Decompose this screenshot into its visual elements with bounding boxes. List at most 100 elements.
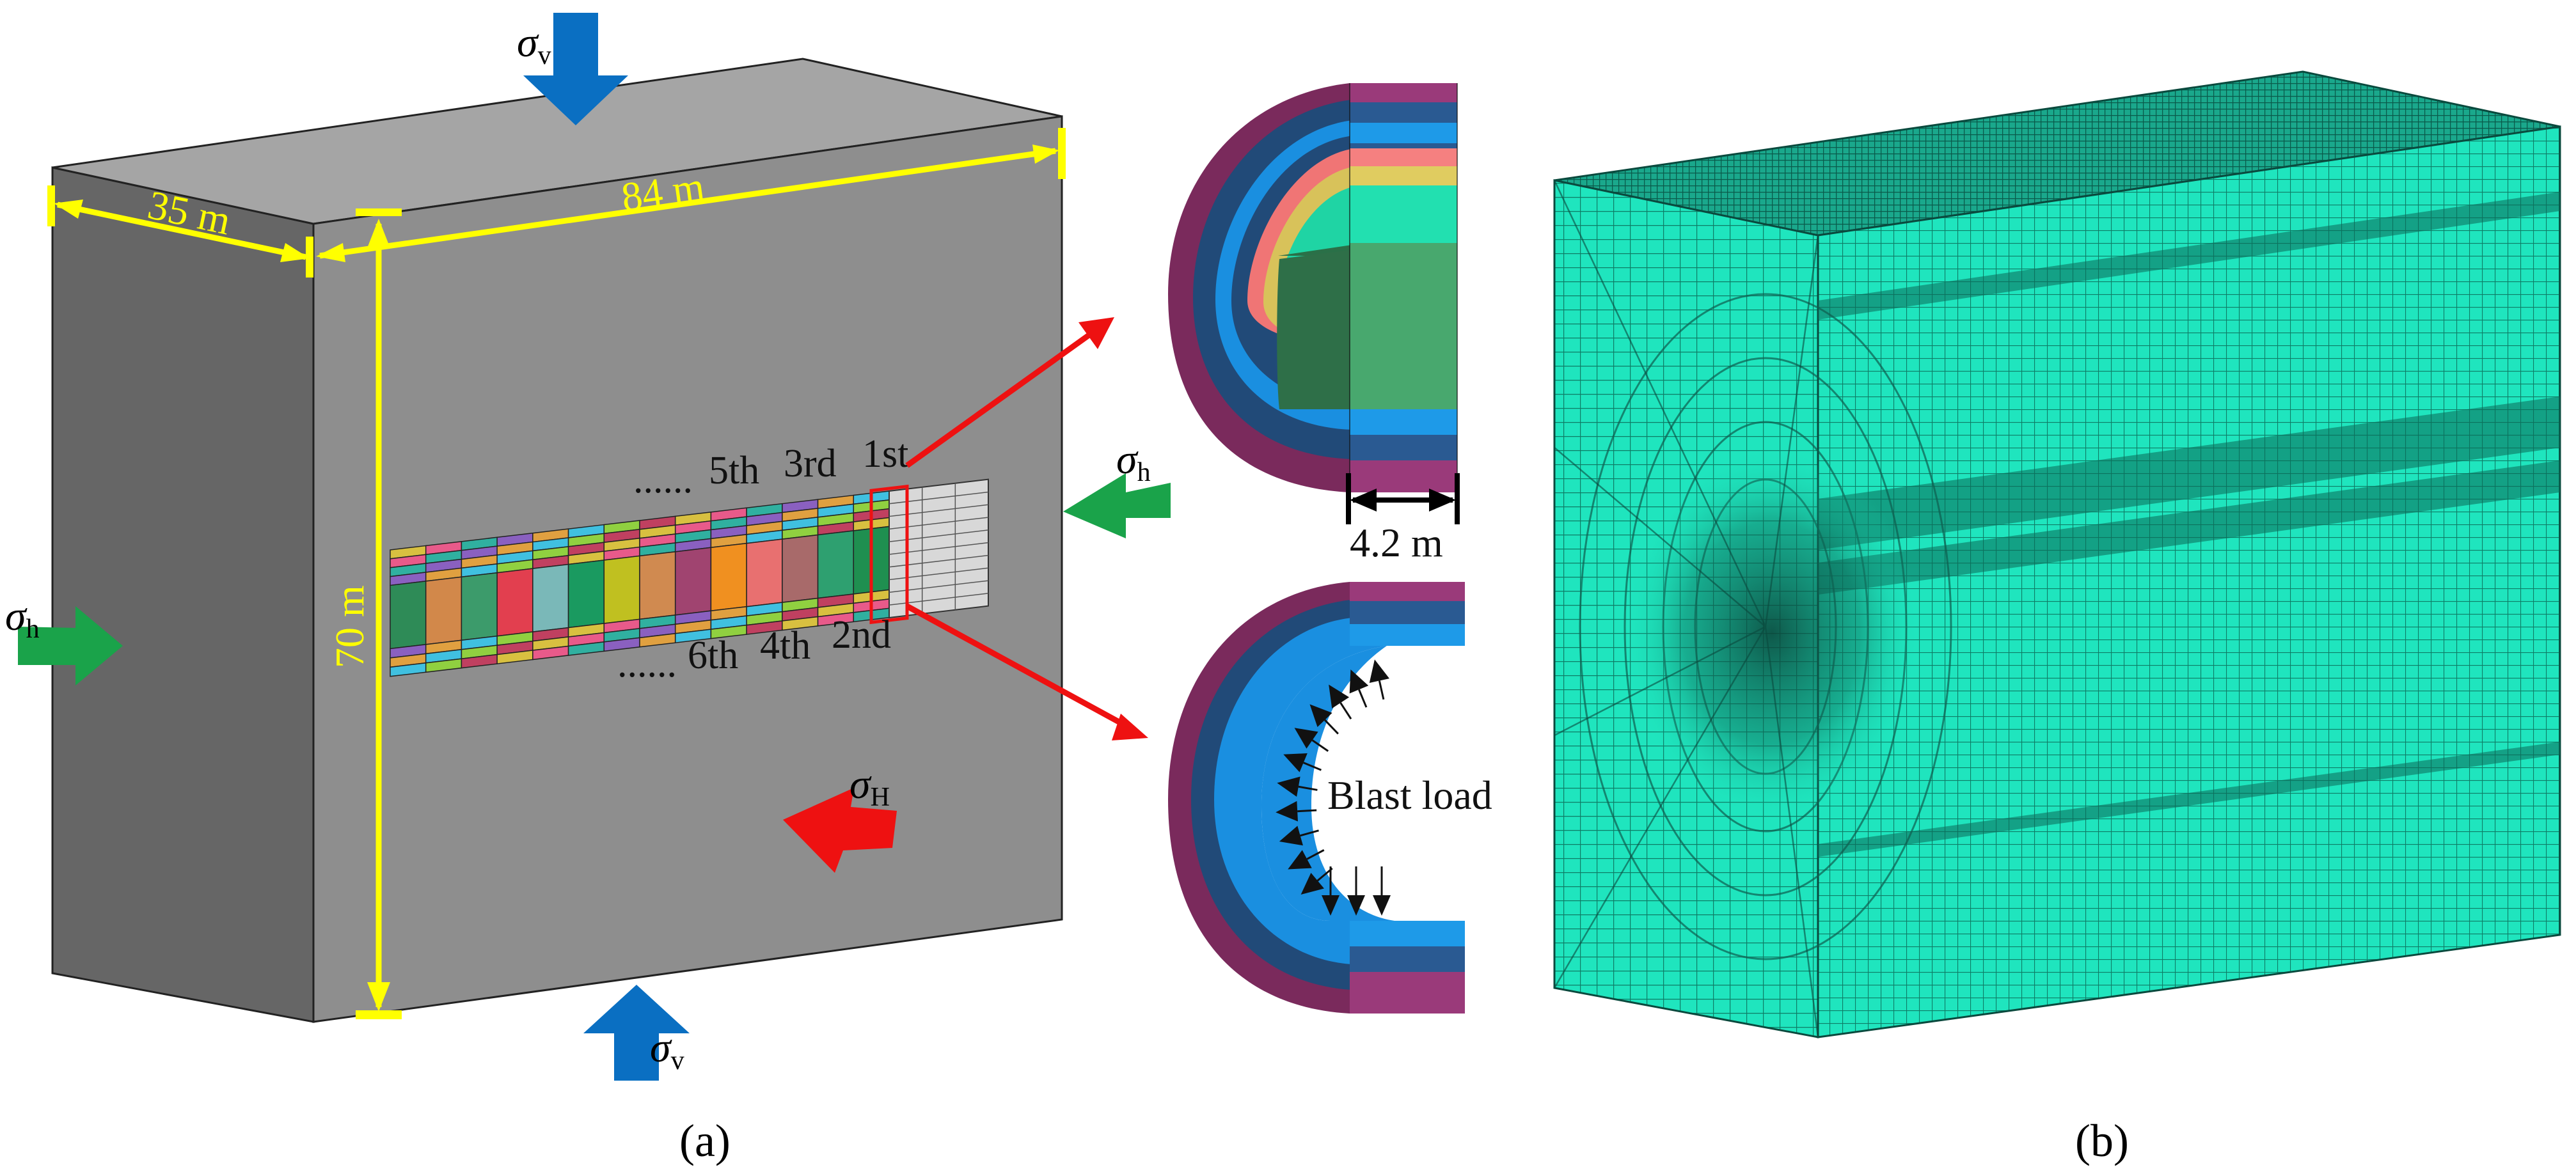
sigma-H-label: σH: [849, 761, 890, 812]
upper-core-side: [1277, 249, 1356, 409]
blast-arrow-head: [1277, 776, 1300, 797]
step-label-ellipsis-top: ......: [633, 458, 693, 501]
step-label-6th: 6th: [688, 634, 738, 677]
tunnel-excavation-block: [567, 560, 605, 629]
sigma-h-right-label: σh: [1116, 436, 1151, 487]
blast-arrow-head: [1283, 753, 1308, 772]
mesh-dense-bands: [1818, 192, 2560, 857]
length-dim-line: [319, 148, 1056, 259]
length-dim-arrow-right: [1032, 145, 1059, 164]
blast-arrow-head: [1279, 826, 1303, 846]
svg-text:σH: σH: [849, 761, 890, 812]
lining-section-lower: Blast load: [1168, 582, 1492, 1014]
tunnel-excavation-block: [746, 538, 783, 607]
length-dim-arrow-left: [316, 243, 345, 262]
step-label-5th: 5th: [709, 449, 759, 492]
sigma-H-arrow-icon: [783, 788, 897, 873]
blast-arrow-shaft: [1297, 809, 1317, 813]
blast-arrow-head: [1276, 801, 1298, 822]
blast-arrow-shaft: [1339, 702, 1352, 720]
tunnel-excavation-block: [710, 542, 747, 612]
callout-arrow-upper-head: [1079, 317, 1114, 349]
depth-dim-arrow-right: [280, 243, 310, 262]
step-label-ellipsis-bottom: ......: [617, 642, 677, 685]
height-dim-label: 70 m: [327, 585, 372, 668]
blast-arrow-shaft: [1358, 689, 1368, 708]
blast-arrow-head: [1322, 895, 1339, 916]
sigma-h-left-arrow-icon: [18, 606, 123, 685]
callout-arrows: [905, 317, 1148, 740]
blast-arrow-head: [1349, 669, 1369, 694]
depth-dim-tick-right: [306, 237, 313, 278]
blast-arrow-shaft: [1306, 849, 1325, 860]
tunnel-excavation-block: [461, 572, 498, 641]
step-label-3rd: 3rd: [784, 442, 837, 485]
callout-arrow-lower-head: [1112, 714, 1148, 740]
sigma-v-top-label: σv: [517, 19, 551, 70]
depth-dim-arrow-left: [54, 200, 83, 219]
blast-load-label: Blast load: [1327, 772, 1492, 818]
blast-arrow-head: [1369, 659, 1389, 684]
length-dim-tick-right: [1058, 128, 1066, 179]
lining-section-upper: 4.2 m: [1168, 83, 1460, 565]
blast-arrow-head: [1294, 728, 1318, 749]
tunnel-excavation-strip: [390, 478, 989, 677]
callout-arrow-lower: [905, 604, 1129, 729]
svg-text:σv: σv: [650, 1024, 684, 1076]
blast-arrow-head: [1329, 684, 1350, 708]
blast-arrow-shaft: [1378, 680, 1385, 700]
depth-dim-line: [57, 201, 306, 260]
caption-b: (b): [2075, 1115, 2129, 1166]
depth-dim-tick-left: [47, 185, 55, 226]
blast-arrow-shaft: [1303, 762, 1322, 771]
tunnel-excavation-block: [532, 563, 569, 632]
height-dim-arrow-bottom: [367, 982, 390, 1012]
step-label-4th: 4th: [760, 624, 810, 668]
blast-arrow-shaft: [1311, 739, 1329, 752]
svg-text:σv: σv: [517, 19, 551, 70]
blast-arrow-head: [1373, 895, 1391, 916]
tunnel-excavation-block: [817, 530, 855, 599]
tunnel-excavation-block: [782, 534, 819, 603]
lower-inner-surface: [1261, 646, 1395, 921]
step-labels-top: ...... 5th 3rd 1st: [633, 432, 908, 501]
tunnel-excavation-block: [425, 576, 462, 645]
blast-arrow-head: [1300, 872, 1324, 895]
height-dim-tick-top: [356, 208, 402, 216]
blast-arrow-shaft: [1298, 785, 1318, 791]
blast-arrow-head: [1288, 850, 1312, 870]
tunnel-excavation-block: [390, 581, 427, 650]
panel-a: 35 m 84 m 70 m σv σv σh σh: [5, 13, 1171, 1081]
lining-width-dim: [1346, 473, 1460, 524]
height-dim-tick-bottom: [356, 1010, 402, 1019]
blast-load-arrows: [1276, 659, 1391, 916]
sigma-h-left-label: σh: [5, 593, 40, 644]
upper-face-bands: [1350, 83, 1457, 492]
dimension-lines: [47, 128, 1066, 1019]
mesh-radial-zone: [1553, 180, 1952, 1038]
blast-arrow-shaft: [1324, 719, 1339, 735]
step-labels-bottom: ...... 6th 4th 2nd: [617, 613, 891, 685]
block-side-face: [51, 166, 315, 1023]
caption-a: (a): [679, 1115, 731, 1166]
panel-b-fe-mesh: [1553, 70, 2561, 1038]
callout-arrow-upper: [905, 330, 1094, 468]
blast-arrow-head: [1347, 895, 1365, 916]
tunnel-excavation-block: [603, 555, 640, 624]
sigma-v-top-arrow-icon: [523, 13, 628, 125]
blast-arrow-shaft: [1300, 829, 1319, 837]
height-dim-arrow-top: [367, 219, 390, 248]
sigma-h-right-arrow-icon: [1063, 473, 1171, 538]
lower-face-bands: [1350, 582, 1465, 1014]
svg-text:σh: σh: [1116, 436, 1151, 487]
tunnel-highlight-box: [869, 484, 909, 625]
sigma-v-bottom-arrow-icon: [583, 985, 690, 1081]
lining-width-label: 4.2 m: [1350, 520, 1443, 565]
tunnel-excavation-block: [639, 551, 676, 620]
blast-arrow-head: [1309, 704, 1332, 728]
tunnel-excavation-block: [674, 547, 712, 616]
step-label-2nd: 2nd: [832, 613, 891, 657]
tunnel-excavation-block: [496, 568, 533, 637]
svg-text:σh: σh: [5, 593, 40, 644]
